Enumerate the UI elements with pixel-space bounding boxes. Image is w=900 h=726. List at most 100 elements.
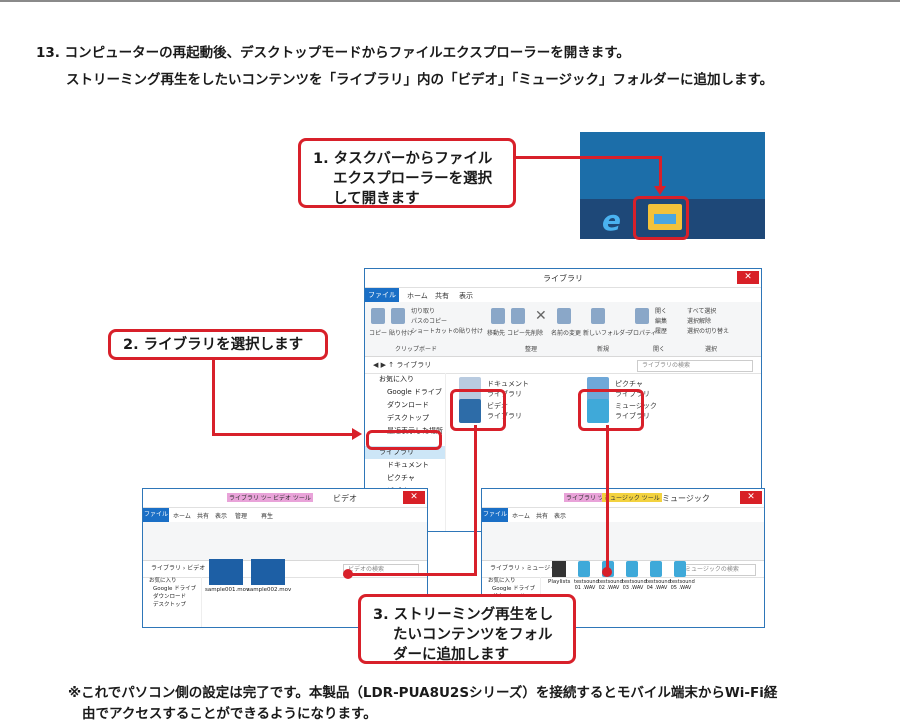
rename-icon[interactable] (557, 308, 571, 324)
library-pictures-label: ピクチャ (615, 380, 643, 388)
move-icon[interactable] (491, 308, 505, 324)
music-close-button[interactable]: ✕ (740, 491, 762, 504)
copyto-icon[interactable] (511, 308, 525, 324)
video-tab-play[interactable]: 再生 (261, 513, 274, 520)
music-address-bar[interactable]: ライブラリ › ミュージック ミュージックの検索 (482, 561, 764, 578)
tab-share[interactable]: 共有 (435, 292, 449, 300)
music-nav-gdrive[interactable]: Google ドライブ (492, 586, 536, 592)
music-window-title: ミュージック (662, 494, 710, 503)
nav-google-drive[interactable]: Google ドライブ (387, 388, 442, 396)
connector-1-h (516, 156, 662, 159)
paste-icon[interactable] (391, 308, 405, 324)
paste-shortcut-button[interactable]: ショートカットの貼り付け (411, 328, 484, 335)
nav-documents[interactable]: ドキュメント (387, 461, 429, 469)
tab-view[interactable]: 表示 (459, 292, 473, 300)
music-tool-tab-library[interactable]: ライブラリ ツール (564, 493, 618, 502)
playlists-folder-icon[interactable] (552, 561, 566, 577)
video-file-2[interactable]: sample002.mov (247, 587, 292, 593)
back-icon[interactable]: ◀ ▶ ↑ (373, 361, 397, 369)
library-videos-label: ビデオ (487, 402, 508, 410)
nav-desktop[interactable]: デスクトップ (387, 414, 429, 422)
music-tab-view[interactable]: 表示 (554, 513, 567, 520)
video-tool-tab-library[interactable]: ライブラリ ツール (227, 493, 281, 502)
window-title: ライブラリ (543, 274, 583, 283)
group-organize: 整理 (525, 346, 538, 353)
music-file-icon[interactable] (650, 561, 662, 577)
tab-home[interactable]: ホーム (407, 292, 428, 300)
video-tool-tab-video[interactable]: ビデオ ツール (271, 493, 313, 502)
open-button[interactable]: 開く (655, 308, 668, 315)
nav-pictures[interactable]: ピクチャ (387, 474, 415, 482)
invert-selection-button[interactable]: 選択の切り替え (687, 328, 730, 335)
video-tab-file[interactable]: ファイル (143, 508, 169, 522)
video-nav-desktop[interactable]: デスクトップ (153, 602, 187, 608)
callout-3-line-3: ダーに追加します (393, 647, 509, 663)
callout-step-2: 2. ライブラリを選択します (108, 329, 328, 360)
video-window-title: ビデオ (333, 494, 357, 503)
search-input[interactable]: ライブラリの検索 (637, 360, 753, 372)
copy-path-button[interactable]: パスのコピー (411, 318, 448, 325)
music-tab-home[interactable]: ホーム (512, 513, 530, 520)
edit-button[interactable]: 編集 (655, 318, 668, 325)
music-file-ext: 05 .WAV (670, 585, 692, 591)
library-pictures-sub: ライブラリ (615, 390, 650, 398)
music-ribbon (482, 522, 764, 561)
select-all-button[interactable]: すべて選択 (687, 308, 717, 315)
video-nav-download[interactable]: ダウンロード (153, 594, 187, 600)
video-nav-gdrive[interactable]: Google ドライブ (153, 586, 197, 592)
history-button[interactable]: 履歴 (655, 328, 668, 335)
music-tab-share[interactable]: 共有 (536, 513, 549, 520)
callout-step-1: 1. タスクバーからファイル エクスプローラーを選択 して開きます (298, 138, 516, 208)
close-button[interactable]: ✕ (737, 271, 759, 284)
video-nav-favorites[interactable]: お気に入り (149, 578, 177, 584)
file-explorer-icon[interactable] (648, 204, 682, 230)
video-highlight (450, 389, 506, 431)
playlists-folder[interactable]: Playlists (548, 579, 571, 585)
address-path: ライブラリ (396, 361, 432, 369)
connector-video-dot (343, 569, 353, 579)
music-nav-favorites[interactable]: お気に入り (488, 578, 516, 584)
video-close-button[interactable]: ✕ (403, 491, 425, 504)
internet-explorer-icon[interactable]: e (602, 204, 621, 237)
music-file-icon[interactable] (578, 561, 590, 577)
video-tab-share[interactable]: 共有 (197, 513, 210, 520)
connector-video-h (348, 573, 477, 576)
connector-2-arrow (352, 428, 362, 440)
music-ribbon-tabs: ファイル ホーム 共有 表示 (482, 508, 764, 522)
music-file-ext: 02 .WAV (598, 585, 620, 591)
copy-icon[interactable] (371, 308, 385, 324)
music-search-input[interactable]: ミュージックの検索 (680, 564, 756, 576)
video-tab-home[interactable]: ホーム (173, 513, 191, 520)
music-tool-tab-music[interactable]: ミュージック ツール (602, 493, 662, 502)
music-file-icon[interactable] (674, 561, 686, 577)
nav-downloads[interactable]: ダウンロード (387, 401, 429, 409)
music-file-name: testsound (646, 579, 671, 585)
video-thumb-2[interactable] (251, 559, 285, 585)
new-folder-icon[interactable] (591, 308, 605, 324)
tab-file[interactable]: ファイル (365, 288, 399, 302)
copyto-label: コピー先 (507, 330, 532, 337)
nav-favorites[interactable]: お気に入り (379, 375, 414, 383)
callout-1-line-3: して開きます (333, 191, 420, 207)
video-thumb-1[interactable] (209, 559, 243, 585)
video-tab-view[interactable]: 表示 (215, 513, 228, 520)
properties-icon[interactable] (635, 308, 649, 324)
video-ribbon-tabs: ファイル ホーム 共有 表示 管理 再生 (143, 508, 427, 522)
paste-label: 貼り付け (389, 330, 414, 337)
select-none-button[interactable]: 選択解除 (687, 318, 712, 325)
delete-icon[interactable]: ✕ (535, 308, 547, 324)
video-tab-manage[interactable]: 管理 (235, 513, 248, 520)
address-bar[interactable]: ◀ ▶ ↑ ライブラリ ライブラリの検索 (365, 357, 761, 374)
music-file-icon[interactable] (626, 561, 638, 577)
video-file-1[interactable]: sample001.mov (205, 587, 250, 593)
music-tab-file[interactable]: ファイル (482, 508, 508, 522)
cut-button[interactable]: 切り取り (411, 308, 436, 315)
music-file-ext: 01 .WAV (574, 585, 596, 591)
copy-label: コピー (369, 330, 388, 337)
connector-music-v (606, 425, 609, 571)
